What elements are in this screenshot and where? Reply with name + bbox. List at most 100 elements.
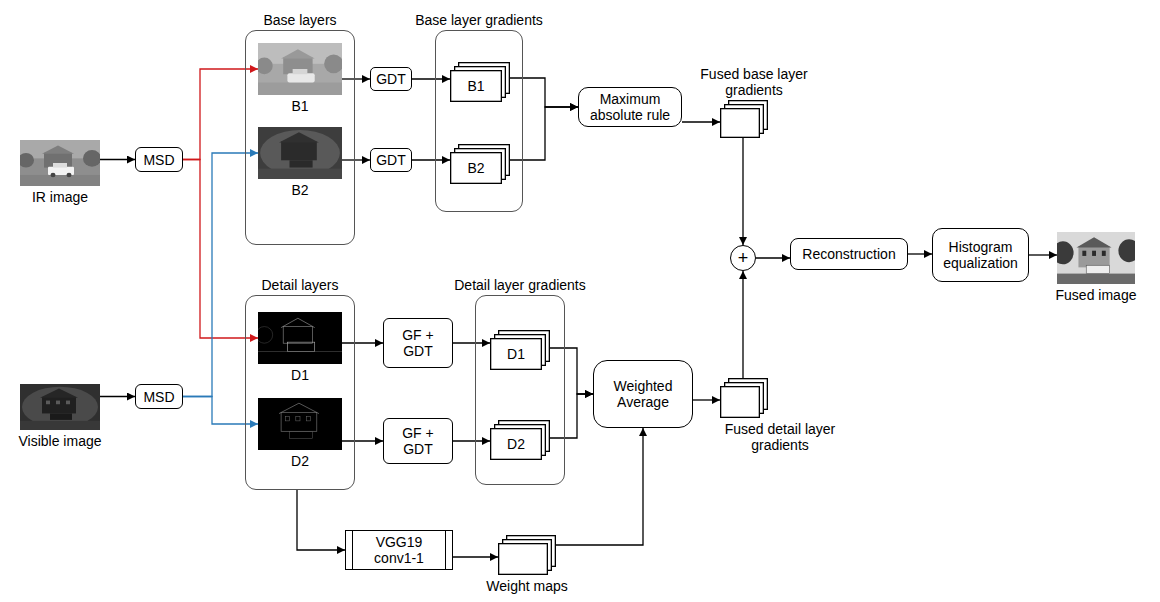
image-label: D1: [291, 367, 309, 383]
illustration-shape: [1092, 251, 1096, 256]
image-node: D1: [258, 312, 342, 364]
connector: [756, 257, 790, 258]
group-heading: Detail layers: [261, 277, 338, 293]
image-label: IR image: [32, 189, 88, 205]
illustration-shape: [285, 417, 289, 421]
image-node: B2: [258, 127, 342, 179]
group-box: Detail layer gradientsD1D2: [475, 295, 565, 485]
connector: [693, 399, 720, 400]
image-node: Fused image: [1057, 232, 1135, 284]
feature-stack: B1: [450, 62, 510, 102]
illustration-shape: [281, 49, 315, 58]
box-label: Weighted Average: [607, 378, 679, 410]
group-box: Base layer gradientsB1B2: [435, 30, 523, 212]
illustration-shape: [281, 413, 317, 432]
process-box: GDT: [370, 148, 412, 172]
box-inner-line: [352, 531, 353, 569]
connector: [742, 271, 743, 378]
connector: [100, 396, 135, 397]
connector: [100, 159, 135, 160]
illustration-shape: [258, 169, 342, 179]
process-box: Reconstruction: [790, 238, 908, 270]
illustration-shape: [283, 327, 312, 344]
illustration-shape: [290, 431, 313, 438]
connector: [510, 107, 578, 160]
box-inner-line: [445, 531, 446, 569]
illustration-shape: [258, 312, 342, 364]
box-label: GDT: [376, 71, 406, 87]
illustration-shape: [83, 150, 100, 167]
stack-label: D2: [490, 428, 542, 460]
illustration-shape: [306, 417, 310, 421]
connector: [183, 153, 258, 397]
image-label: Fused image: [1056, 287, 1137, 303]
illustration-shape: [287, 73, 314, 82]
feature-stack: Fused detail layer gradients: [720, 378, 768, 418]
feature-map: [451, 71, 502, 102]
connector: [412, 78, 450, 79]
stack-shapes: [720, 100, 768, 138]
illustration-shape: [287, 342, 314, 351]
stack-shapes: [720, 378, 768, 418]
illustration-shape: [258, 398, 342, 450]
illustration-shape: [53, 163, 67, 168]
connector: [342, 440, 383, 441]
image-label: Visible image: [18, 433, 101, 449]
box-label: MSD: [143, 389, 174, 405]
illustration-shape: [258, 327, 273, 344]
stack-shapes: [498, 535, 556, 575]
process-box: Histogram equalization: [932, 228, 1029, 282]
illustration-shape: [1118, 239, 1135, 262]
image-label: D2: [291, 453, 309, 469]
illustration-shape: [20, 175, 100, 186]
illustration-shape: [1057, 241, 1074, 264]
stack-label: Weight maps: [486, 578, 567, 594]
stack-label: Fused detail layer gradients: [718, 421, 842, 453]
illustration-shape: [281, 318, 315, 327]
illustration-shape: [46, 401, 50, 405]
connector: [453, 556, 498, 557]
connector: [183, 160, 258, 339]
illustration-shape: [258, 58, 273, 75]
illustration-shape: [20, 153, 34, 168]
stack-label: B1: [450, 70, 502, 102]
illustration-shape: [1057, 274, 1135, 284]
box-label: GF + GDT: [398, 327, 438, 359]
illustration-shape: [258, 127, 342, 179]
box-label: Reconstruction: [802, 246, 895, 262]
image-label: B1: [291, 98, 308, 114]
box-label: Histogram equalization: [938, 239, 1023, 271]
image-node: IR image: [20, 140, 100, 186]
illustration-shape: [42, 397, 76, 414]
illustration-shape: [296, 417, 300, 421]
feature-map: [499, 544, 548, 575]
group-box: Base layersB1B2: [245, 30, 355, 245]
feature-map: [491, 429, 542, 460]
illustration-shape: [1077, 237, 1112, 247]
illustration-shape: [258, 83, 342, 95]
illustration-shape: [258, 351, 342, 352]
image-node: Visible image: [20, 384, 100, 430]
illustration-shape: [279, 403, 319, 413]
connector: [742, 138, 743, 245]
box-label: GDT: [376, 152, 406, 168]
connector: [682, 121, 720, 122]
connector: [412, 159, 450, 160]
process-box: MSD: [135, 384, 183, 409]
process-box: Weighted Average: [593, 360, 693, 428]
illustration-shape: [1078, 247, 1109, 268]
stack-label: B2: [450, 152, 502, 184]
box-label: GF + GDT: [398, 425, 438, 457]
stack-label: Fused base layer gradients: [692, 66, 816, 98]
feature-stack: Weight maps: [498, 535, 556, 575]
feature-map: [451, 153, 502, 184]
box-label: MSD: [143, 152, 174, 168]
illustration-shape: [293, 69, 308, 74]
illustration-shape: [1086, 265, 1109, 273]
connector: [1029, 254, 1057, 255]
connector: [908, 253, 932, 254]
image-label: B2: [291, 182, 308, 198]
illustration-shape: [42, 146, 74, 154]
illustration-shape: [290, 160, 313, 167]
